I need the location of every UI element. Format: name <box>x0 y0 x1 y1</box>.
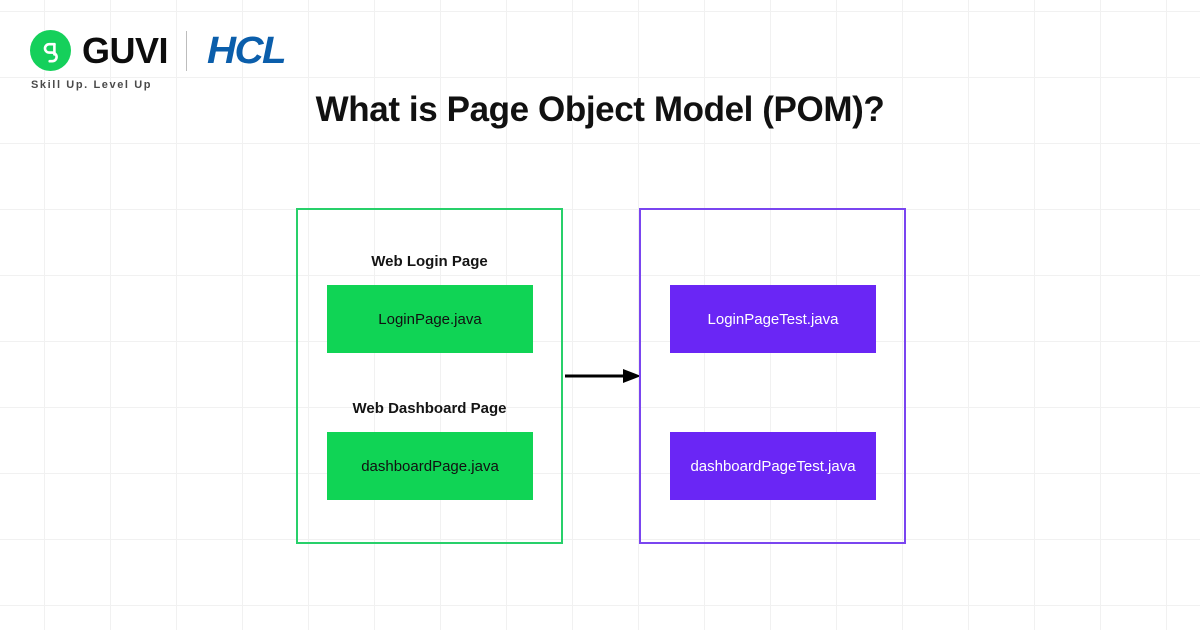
guvi-logo: GUVI <box>30 29 169 71</box>
test-classes-panel: LoginPageTest.java dashboardPageTest.jav… <box>639 208 906 544</box>
hcl-wordmark: HCL <box>207 29 287 72</box>
panel-label-web-dashboard-page: Web Dashboard Page <box>352 400 507 417</box>
right-arrow-icon <box>565 368 641 384</box>
brand-lockup: GUVI HCL <box>30 29 287 71</box>
card-login-page-java: LoginPage.java <box>327 285 533 353</box>
card-login-page-test-java: LoginPageTest.java <box>670 285 876 353</box>
card-dashboard-page-java: dashboardPage.java <box>327 432 533 500</box>
panel-label-web-login-page: Web Login Page <box>371 253 488 270</box>
guvi-wordmark: GUVI <box>82 29 169 71</box>
guvi-g-circle-icon <box>30 30 71 71</box>
page-objects-panel: Web Login Page LoginPage.java Web Dashbo… <box>296 208 563 544</box>
page-title: What is Page Object Model (POM)? <box>315 90 885 129</box>
brand-tagline: Skill Up. Level Up <box>31 79 153 91</box>
card-dashboard-page-test-java: dashboardPageTest.java <box>670 432 876 500</box>
vertical-divider-icon <box>186 30 188 71</box>
